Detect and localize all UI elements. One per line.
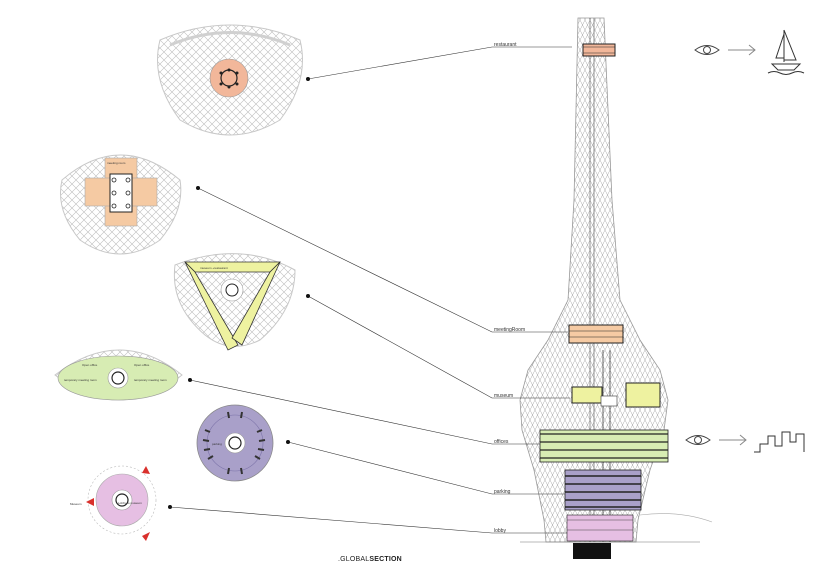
sailboat-icon	[767, 29, 805, 75]
floor-meeting-room	[568, 324, 624, 344]
floor-lobby	[566, 514, 634, 542]
plan-meeting-room	[59, 154, 182, 255]
label-museum: museum	[494, 393, 514, 399]
tower-section	[519, 17, 713, 559]
label-meeting-room: meetingRoom	[494, 327, 526, 333]
lobby-entry-arrow-left	[86, 498, 94, 506]
floor-offices	[539, 429, 669, 463]
drawing-caption: .GLOBALSECTION	[338, 556, 402, 563]
offices-temp-meeting-1: temporary meeting room	[64, 378, 97, 382]
label-parking: parking	[494, 489, 511, 495]
arrow-right-icon	[719, 434, 747, 446]
lobby-plan-label: Lobby to museum	[118, 501, 142, 505]
offices-temp-meeting-2: temporary meeting room	[134, 378, 167, 382]
floor-museum-left	[571, 386, 603, 404]
plan-parking	[196, 404, 274, 482]
offices-open-office-1: Open office	[82, 363, 98, 367]
lobby-plan-museum-label: Museum	[70, 502, 82, 506]
floor-museum-right	[625, 382, 661, 408]
leader-parking	[287, 441, 565, 495]
floor-restaurant	[582, 43, 616, 57]
plan-museum	[173, 253, 296, 351]
meeting-room-plan-label: meeting room	[107, 161, 126, 165]
leader-restaurant	[307, 46, 572, 80]
leader-museum	[307, 295, 570, 399]
museum-plan-label: museum +restaurant	[200, 266, 228, 270]
plan-offices	[54, 349, 183, 401]
restaurant-core	[209, 58, 249, 98]
plan-lobby	[86, 465, 157, 541]
label-offices: offices	[494, 439, 509, 445]
caption-prefix: .GLOBAL	[338, 556, 370, 563]
lobby-entry-arrow-bottom	[142, 532, 150, 541]
museum-wing-right	[231, 261, 281, 346]
parking-plan-label: parking	[212, 442, 222, 446]
label-restaurant: restaurant	[494, 42, 517, 48]
offices-open-office-2: Open office	[134, 363, 150, 367]
arrow-right-icon	[728, 44, 756, 56]
leader-lobby	[169, 506, 567, 534]
leader-offices	[189, 379, 540, 445]
plan-restaurant	[157, 24, 303, 136]
leader-meeting-room	[197, 187, 568, 333]
museum-wing-left	[184, 261, 239, 351]
tower-foundation	[573, 543, 611, 559]
skyline-icon	[754, 431, 805, 453]
eye-icon	[685, 435, 711, 445]
leader-lines	[169, 46, 572, 534]
lobby-entry-arrow-top	[142, 466, 150, 474]
eye-icon	[694, 45, 720, 55]
caption-bold: SECTION	[369, 556, 402, 563]
label-lobby: lobby	[494, 528, 506, 534]
